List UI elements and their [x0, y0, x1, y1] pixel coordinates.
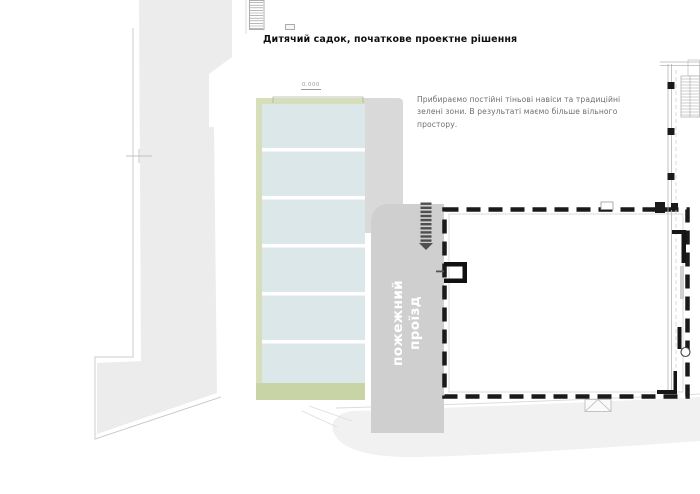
arrow-down-icon [419, 202, 433, 250]
footprint-inner-line [448, 213, 684, 393]
plan-wall-lines [660, 61, 700, 390]
roof-notch [600, 201, 614, 210]
adjacent-building-plan [655, 59, 700, 394]
plan-thick-walls [657, 230, 686, 394]
elevation-mark: 0.000 [301, 82, 321, 90]
annotation-line: зелені зони. В результаті маємо більше в… [417, 107, 618, 117]
site-territory-area [97, 0, 232, 434]
stair-hatch-right [680, 75, 700, 118]
annotation-text: Прибираємо постійні тіньові навіси та тр… [417, 94, 620, 131]
entrance-canopy-icon [584, 399, 612, 412]
building-footprint-dashed [436, 201, 690, 412]
footprint-dashed-outline [442, 207, 690, 399]
elevation-mark-value: 0.000 [301, 82, 321, 90]
page-title: Дитячий садок, початкове проектне рішенн… [263, 34, 518, 45]
stair-hatch-lines [250, 2, 263, 29]
road [301, 393, 700, 458]
entrance-vestibule-walls [436, 262, 467, 283]
stair-hatch-top [249, 0, 295, 30]
footprint-fill [444, 209, 688, 397]
legend-mark-icon [285, 24, 295, 30]
fire-lane-band [371, 204, 444, 433]
green-strip-left [256, 98, 262, 400]
shadow-strip [365, 98, 403, 233]
roof-stripes [262, 148, 365, 344]
green-band-bottom [256, 383, 365, 400]
annotation-line: Прибираємо постійні тіньові навіси та тр… [417, 95, 621, 104]
site-boundary-line [94, 28, 222, 440]
plan-columns [655, 82, 678, 213]
kindergarten-building [256, 96, 365, 400]
annotation-line: простору. [417, 119, 458, 129]
elevation-dimension-bracket [272, 96, 364, 103]
driveway-edge-lines [301, 405, 353, 428]
green-strip-top [256, 98, 365, 104]
survey-cross-icon [126, 149, 152, 163]
site-territory [94, 0, 247, 440]
plan-round-column [680, 346, 691, 358]
